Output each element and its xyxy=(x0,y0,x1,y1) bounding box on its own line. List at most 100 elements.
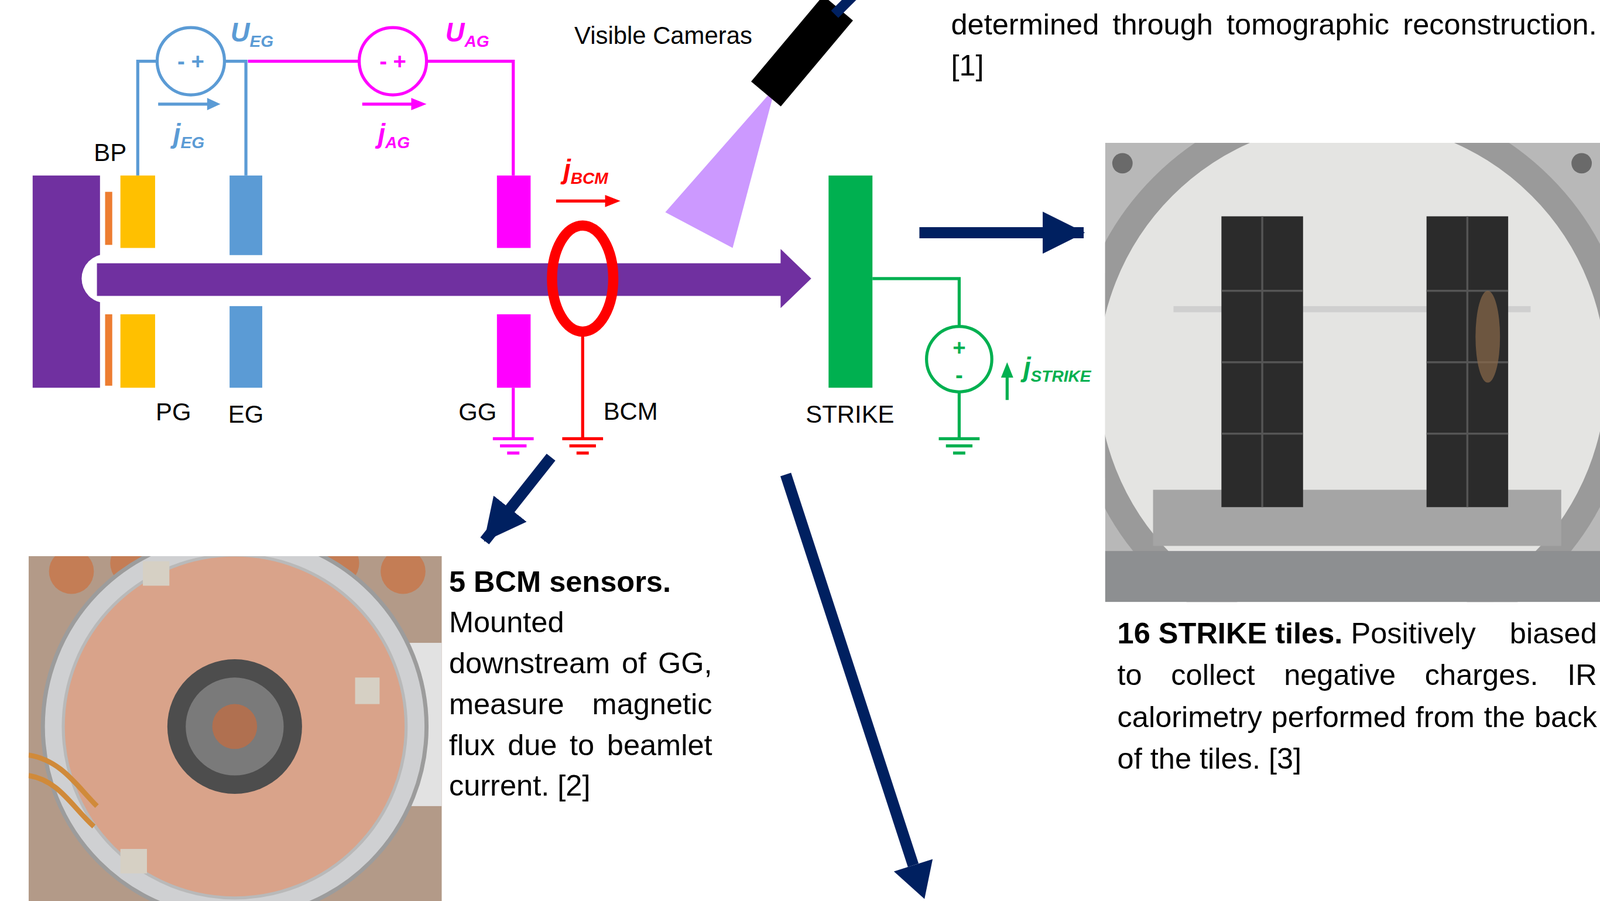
polarity-mark: - xyxy=(955,362,964,388)
current-arrow xyxy=(158,102,210,106)
pointer-arrow xyxy=(484,457,551,541)
voltage-source xyxy=(156,27,225,95)
bcm-photo xyxy=(380,556,426,594)
symbol-letter: j xyxy=(377,118,386,149)
symbol-subscript: AG xyxy=(464,32,490,51)
current-arrow-head xyxy=(207,97,221,111)
symbol-subscript: BCM xyxy=(570,169,609,188)
strike-photo xyxy=(1571,152,1592,174)
caption-block: 16 STRIKE tiles.Positively biased to col… xyxy=(1117,612,1598,780)
part-label: GG xyxy=(458,398,497,426)
extraction-grid xyxy=(229,306,263,388)
caption-heading: 5 BCM sensors. xyxy=(449,561,671,603)
current-label: jAG xyxy=(377,119,410,152)
gg-wire xyxy=(511,387,515,439)
symbol-letter: j xyxy=(173,118,181,149)
voltage-source xyxy=(926,326,993,393)
part-label: EG xyxy=(228,401,264,428)
component-label: STRIKE xyxy=(805,401,894,428)
current-arrow xyxy=(556,199,608,203)
beam-arrow xyxy=(97,263,783,297)
ground-symbol xyxy=(939,437,981,441)
bcm-photo xyxy=(212,704,258,750)
current-arrow xyxy=(1005,375,1009,400)
bcm-photo xyxy=(42,556,427,901)
bcm-ring xyxy=(552,225,614,332)
plasma-grid xyxy=(120,175,156,249)
voltage-label: UEG xyxy=(230,18,274,51)
polarity-mark: - + xyxy=(379,48,407,74)
camera-view-cone xyxy=(665,86,776,248)
symbol-subscript: STRIKE xyxy=(1030,367,1092,386)
camera-label: Visible Cameras xyxy=(574,22,753,50)
ground-symbol xyxy=(492,437,534,441)
part-label: BP xyxy=(93,139,127,167)
bias-plate xyxy=(105,314,113,386)
bcm-photo xyxy=(49,556,95,594)
voltage-source xyxy=(359,27,427,95)
grounded-grid xyxy=(497,175,531,249)
caption-block: 5 BCM sensors.Mounted downstream of GG, … xyxy=(449,561,713,807)
component-label: BCM xyxy=(603,398,659,426)
current-arrow xyxy=(362,102,414,106)
camera-body xyxy=(751,0,853,107)
plasma-grid xyxy=(120,314,156,388)
caption-heading: 16 STRIKE tiles. xyxy=(1117,612,1343,654)
part-label: PG xyxy=(155,398,191,426)
strike-calorimeter xyxy=(828,175,873,389)
ag-wire xyxy=(248,59,360,63)
pointer-arrow-head xyxy=(893,859,933,900)
pointer-arrow xyxy=(919,227,1084,239)
pointer-arrow xyxy=(834,0,853,15)
strike-photo xyxy=(1221,216,1509,507)
strike-wire xyxy=(957,391,961,439)
eg-wire xyxy=(137,61,157,176)
strike-tiles-panel: 16 STRIKE tiles.Positively biased to col… xyxy=(1083,137,1600,842)
grounded-grid xyxy=(497,314,531,388)
strike-photo xyxy=(1475,290,1500,383)
bcm-photo xyxy=(185,677,284,776)
caption-text: Mounted downstream of GG, measure magnet… xyxy=(449,605,713,803)
symbol-letter: j xyxy=(563,154,571,185)
bcm-photo xyxy=(142,561,170,587)
current-arrow-head xyxy=(1001,362,1014,378)
current-arrow-head xyxy=(410,97,427,111)
symbol-letter: U xyxy=(230,18,250,49)
strike-photo xyxy=(1105,142,1600,602)
polarity-mark: - + xyxy=(177,48,205,74)
extraction-grid xyxy=(229,175,263,256)
ground-symbol xyxy=(953,451,966,455)
current-label: jEG xyxy=(173,119,205,152)
symbol-subscript: AG xyxy=(385,133,410,152)
voltage-label: UAG xyxy=(445,18,490,51)
current-arrow-head xyxy=(605,194,621,208)
beam-arrow-head xyxy=(780,248,811,308)
bcm-photo xyxy=(167,659,303,794)
symbol-letter: j xyxy=(1023,352,1031,383)
ground-symbol xyxy=(506,451,520,455)
ground-symbol xyxy=(569,444,596,448)
polarity-mark: + xyxy=(952,335,966,361)
strike-photo xyxy=(1105,550,1600,602)
symbol-letter: U xyxy=(445,18,465,49)
bcm-photo xyxy=(355,677,380,704)
note-text: determined through tomographic reconstru… xyxy=(950,4,1597,86)
strike-wire xyxy=(872,278,959,327)
eg-wire xyxy=(224,61,246,176)
bcm-wire xyxy=(581,334,585,440)
symbol-subscript: EG xyxy=(249,32,274,51)
bcm-photo xyxy=(63,556,407,899)
bcm-sensor-panel: 5 BCM sensors.Mounted downstream of GG, … xyxy=(26,540,721,901)
current-label: jSTRIKE xyxy=(1023,353,1092,386)
bcm-photo xyxy=(28,755,98,827)
beam-current-monitor: BCM xyxy=(538,216,672,458)
current-label: jBCM xyxy=(563,155,609,188)
ground-symbol xyxy=(576,451,589,455)
ground-symbol xyxy=(562,437,604,441)
pointer-arrow xyxy=(785,474,914,866)
symbol-subscript: EG xyxy=(180,133,205,152)
ag-wire xyxy=(426,61,514,176)
bias-plate xyxy=(105,192,113,246)
